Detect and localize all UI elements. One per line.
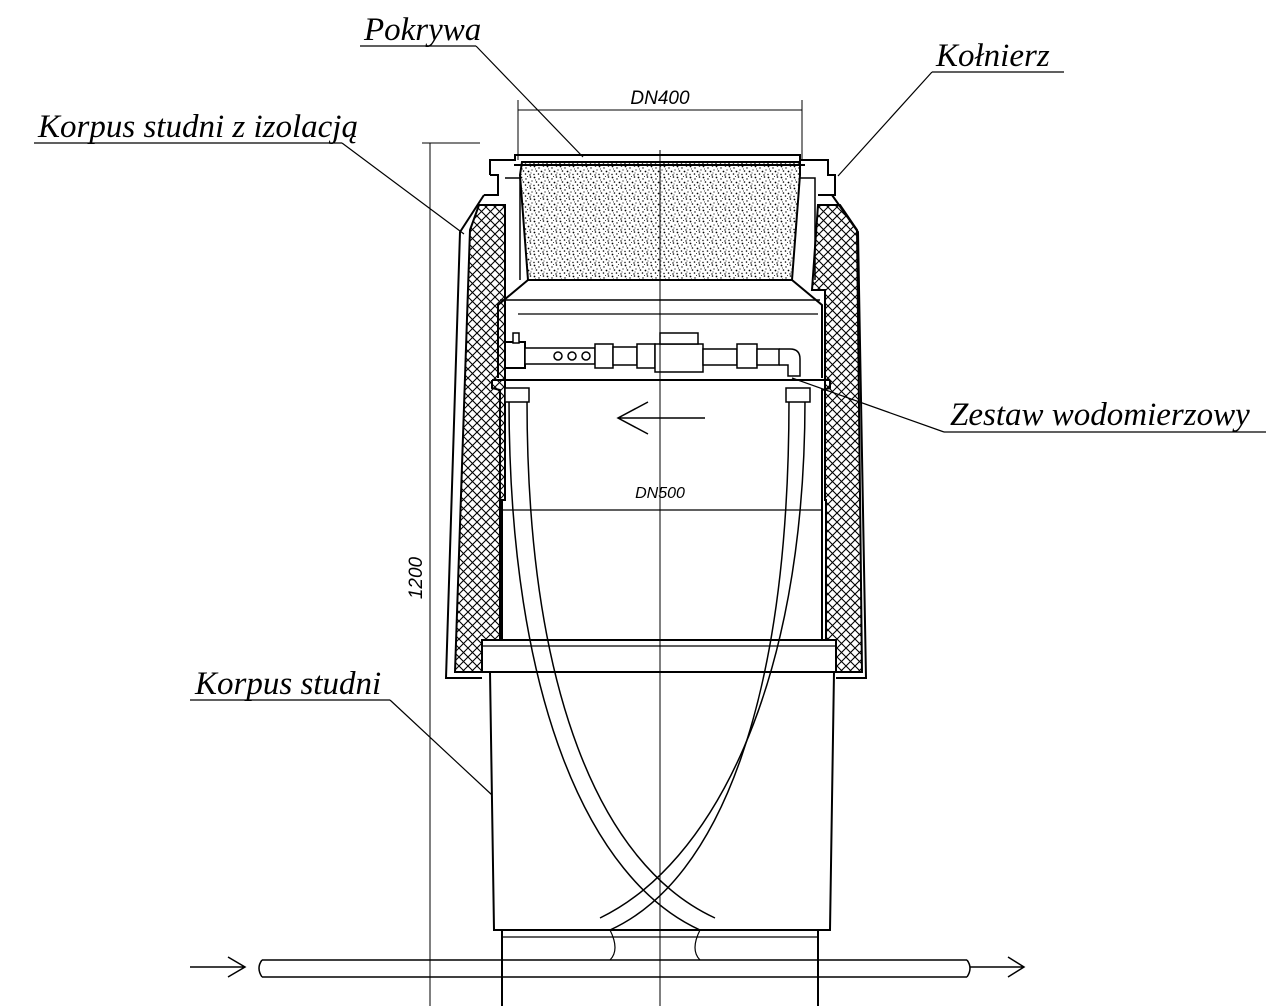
supply-pipe (258, 929, 971, 978)
dimension-dn500-label: DN500 (635, 485, 685, 502)
hose-right (599, 387, 811, 931)
outer-shell (444, 194, 868, 679)
arrow-left-icon (616, 401, 705, 435)
hose-left (504, 387, 716, 931)
dimension-height: 1200 (406, 142, 480, 1006)
insulation-right (810, 204, 864, 673)
label-meter-set-text: Zestaw wodomierzowy (950, 397, 1250, 433)
label-well-body: Korpus studni (190, 666, 493, 796)
well-body (481, 379, 837, 1006)
dimension-dn400-label: DN400 (630, 88, 690, 109)
label-cover: Pokrywa (360, 12, 584, 158)
label-cover-text: Pokrywa (363, 12, 481, 48)
water-meter-set (504, 332, 801, 377)
dimension-dn400: DN400 (517, 88, 803, 160)
insulation-left (453, 204, 506, 673)
label-insulated-body-text: Korpus studni z izolacją (37, 109, 358, 145)
dimension-height-label: 1200 (406, 556, 427, 599)
label-insulated-body: Korpus studni z izolacją (34, 109, 465, 235)
label-meter-set: Zestaw wodomierzowy (791, 377, 1266, 433)
label-flange: Kołnierz (837, 38, 1064, 177)
label-flange-text: Kołnierz (935, 38, 1050, 74)
dimension-dn500: DN500 (635, 485, 685, 502)
label-well-body-text: Korpus studni (194, 666, 381, 702)
arrow-right-icon (190, 956, 247, 978)
arrow-right-icon (970, 956, 1026, 978)
